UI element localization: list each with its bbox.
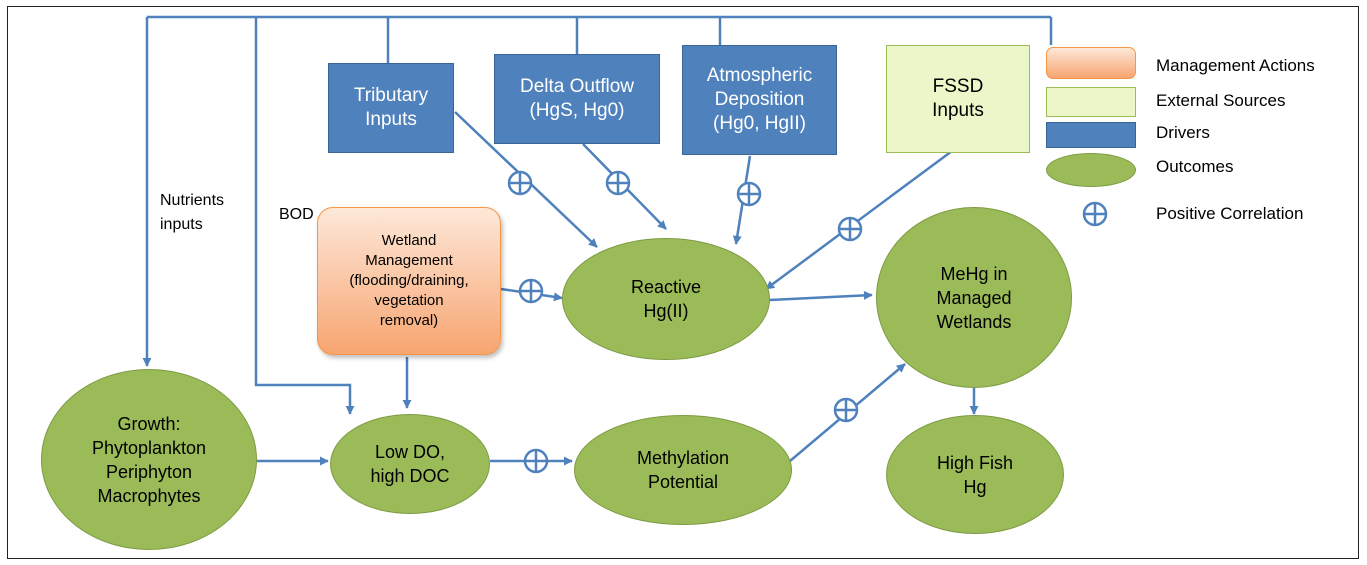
legend-management-swatch bbox=[1046, 47, 1136, 79]
legend-drivers-swatch bbox=[1046, 122, 1136, 148]
positive-correlation-icon bbox=[736, 181, 762, 207]
tributary-inputs-node: Tributary Inputs bbox=[328, 63, 454, 153]
legend-outcomes-swatch bbox=[1046, 153, 1136, 187]
delta-outflow-node: Delta Outflow (HgS, Hg0) bbox=[494, 54, 660, 144]
arrow-fssd-to-reactive bbox=[765, 149, 953, 291]
mehg-managed-wetlands-node: MeHg in Managed Wetlands bbox=[876, 207, 1072, 388]
legend-positive-correlation-icon bbox=[1082, 201, 1108, 227]
reactive-hg-label: Reactive Hg(II) bbox=[630, 277, 702, 321]
atmospheric-deposition-node: Atmospheric Deposition (Hg0, HgII) bbox=[682, 45, 837, 155]
fssd-inputs-label: FSSD Inputs bbox=[932, 76, 984, 121]
positive-correlation-icon bbox=[833, 397, 859, 423]
reactive-hg-node: Reactive Hg(II) bbox=[562, 238, 770, 360]
wetland-management-node: Wetland Management (flooding/draining, v… bbox=[317, 207, 501, 355]
methylation-potential-label: Methylation Potential bbox=[636, 448, 730, 492]
positive-correlation-icon bbox=[507, 170, 533, 196]
atmospheric-deposition-label: Atmospheric Deposition (Hg0, HgII) bbox=[706, 65, 813, 134]
mehg-managed-wetlands-label: MeHg in Managed Wetlands bbox=[936, 263, 1012, 332]
legend-outcomes: Outcomes bbox=[1156, 157, 1234, 176]
legend-drivers: Drivers bbox=[1156, 123, 1210, 142]
legend-positive-correlation: Positive Correlation bbox=[1156, 204, 1304, 223]
diagram-frame bbox=[7, 6, 1359, 559]
high-fish-hg-label: High Fish Hg bbox=[936, 452, 1014, 497]
delta-outflow-label: Delta Outflow (HgS, Hg0) bbox=[519, 76, 635, 121]
positive-correlation-icon bbox=[837, 216, 863, 242]
positive-correlation-icon bbox=[518, 278, 544, 304]
growth-node: Growth: Phytoplankton Periphyton Macroph… bbox=[41, 369, 257, 550]
high-fish-hg-node: High Fish Hg bbox=[886, 415, 1064, 534]
legend-external-swatch bbox=[1046, 87, 1136, 117]
legend-management-actions: Management Actions bbox=[1156, 56, 1315, 75]
growth-label: Growth: Phytoplankton Periphyton Macroph… bbox=[91, 413, 207, 506]
legend-external-sources: External Sources bbox=[1156, 91, 1286, 110]
low-do-high-doc-node: Low DO, high DOC bbox=[330, 414, 490, 514]
tributary-inputs-label: Tributary Inputs bbox=[353, 85, 429, 130]
positive-correlation-icon bbox=[523, 448, 549, 474]
arrow-bod-to-low-do bbox=[254, 17, 355, 415]
wetland-management-label: Wetland Management (flooding/draining, v… bbox=[349, 232, 469, 329]
fssd-inputs-node: FSSD Inputs bbox=[886, 45, 1030, 153]
methylation-potential-node: Methylation Potential bbox=[574, 415, 792, 525]
low-do-high-doc-label: Low DO, high DOC bbox=[370, 442, 450, 486]
bod-label: BOD bbox=[279, 206, 314, 223]
positive-correlation-icon bbox=[605, 170, 631, 196]
arrow-reactive-to-mehg bbox=[769, 290, 873, 302]
nutrients-inputs-label: Nutrients inputs bbox=[160, 192, 225, 233]
